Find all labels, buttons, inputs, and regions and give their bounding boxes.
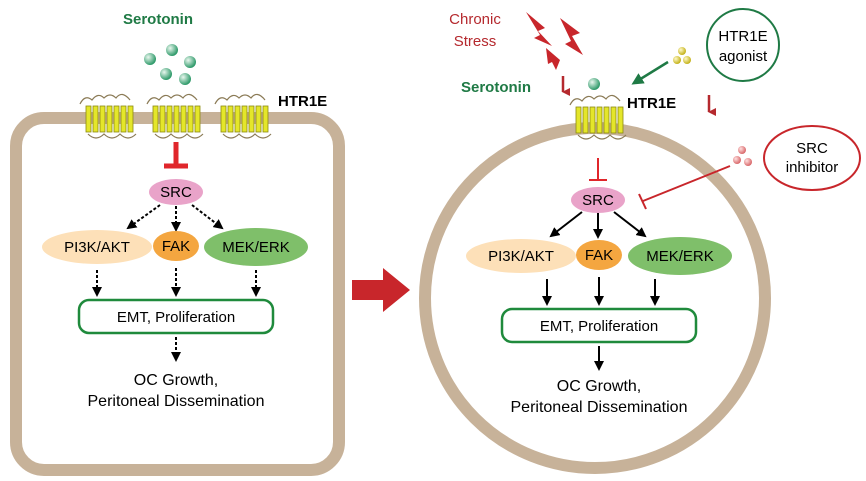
- inhibitor-block-symbol: [638, 165, 731, 210]
- inhibitor-molecules: [733, 146, 752, 166]
- right-outcome-line2: Peritoneal Dissemination: [511, 399, 688, 416]
- agonist-arrow: [631, 60, 669, 85]
- src-inhibitor-line2: inhibitor: [786, 159, 839, 176]
- left-fak-node: [153, 231, 199, 261]
- right-fak-label: FAK: [585, 247, 613, 264]
- htr1e-agonist-line1: HTR1E: [718, 28, 767, 45]
- left-serotonin-label: Serotonin: [123, 11, 193, 28]
- left-receptor-3: [214, 93, 272, 139]
- left-src-label: SRC: [160, 184, 192, 201]
- right-serotonin-molecule: [588, 78, 600, 90]
- right-src-node: [571, 187, 625, 213]
- left-receptor-1: [79, 93, 137, 139]
- left-pi3k-node: [42, 230, 152, 264]
- right-outcome-line1: OC Growth,: [557, 378, 641, 395]
- right-cell-panel: Chronic Stress Serotonin HTR1E: [419, 8, 861, 474]
- left-cell-membrane: [10, 112, 345, 476]
- left-mek-node: [204, 228, 308, 266]
- left-cell-panel: Serotonin: [10, 11, 345, 476]
- left-src-dotted-arrows: [126, 204, 224, 232]
- right-emt-arrows: [542, 277, 660, 306]
- chronic-stress-line2: Stress: [454, 33, 497, 50]
- right-emt-label: EMT, Proliferation: [540, 318, 658, 335]
- right-htr1e-label: HTR1E: [627, 95, 676, 112]
- src-inhibitor-line1: SRC: [796, 140, 828, 157]
- transition-arrow: [352, 268, 410, 312]
- left-pi3k-label: PI3K/AKT: [64, 239, 130, 256]
- src-inhibitor-oval: [763, 125, 861, 191]
- left-src-node: [149, 179, 203, 205]
- left-emt-box: [77, 298, 275, 335]
- right-fak-node: [576, 240, 622, 270]
- left-serotonin-molecules: [144, 44, 196, 85]
- right-emt-box: [500, 307, 698, 344]
- left-emt-dotted-arrows: [92, 268, 261, 297]
- left-mek-label: MEK/ERK: [222, 239, 290, 256]
- right-htr1e-receptor: [569, 94, 627, 140]
- right-mek-node: [628, 237, 732, 275]
- htr1e-agonist-line2: agonist: [719, 48, 768, 65]
- right-src-arrows: [549, 211, 647, 239]
- left-inhibition-symbol: [164, 142, 188, 169]
- htr1e-agonist-circle: [706, 8, 780, 82]
- right-pi3k-node: [466, 239, 576, 273]
- left-outcome-line1: OC Growth,: [134, 372, 218, 389]
- left-htr1e-receptors: [79, 93, 272, 139]
- right-receptor-inhibition-symbol: [589, 158, 607, 181]
- right-mek-label: MEK/ERK: [646, 248, 714, 265]
- stress-lightning-icon: [526, 12, 583, 70]
- left-outcome-line2: Peritoneal Dissemination: [88, 393, 265, 410]
- left-fak-label: FAK: [162, 238, 190, 255]
- left-receptor-2: [146, 93, 204, 139]
- agonist-molecules: [673, 47, 691, 64]
- left-htr1e-label: HTR1E: [278, 93, 327, 110]
- right-pi3k-label: PI3K/AKT: [488, 248, 554, 265]
- left-emt-label: EMT, Proliferation: [117, 309, 235, 326]
- right-serotonin-label: Serotonin: [461, 79, 531, 96]
- right-src-label: SRC: [582, 192, 614, 209]
- chronic-stress-line1: Chronic: [449, 11, 501, 28]
